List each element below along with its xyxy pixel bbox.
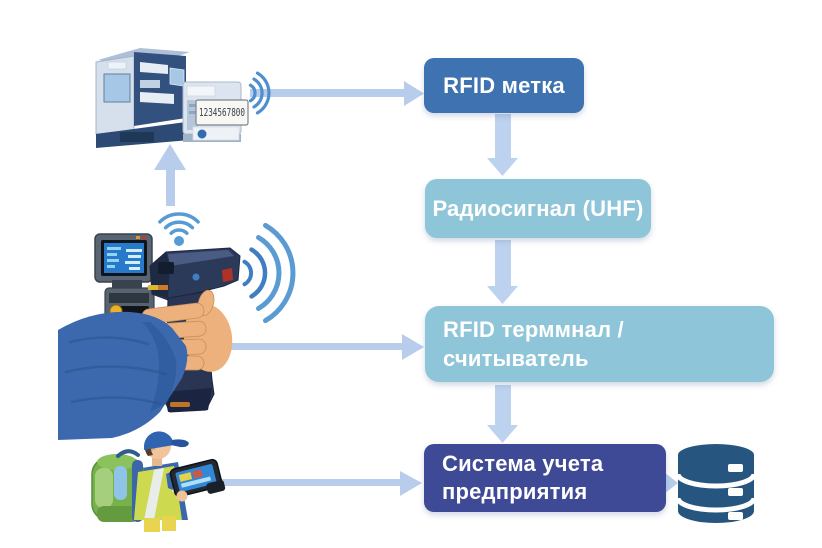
arrow-down-terminal-to-system (487, 385, 518, 443)
label-printer-illustration: 1234567800 (95, 48, 249, 148)
handheld-tablet (169, 458, 226, 498)
arrow-down-signal-to-terminal (487, 240, 518, 304)
node-radio-signal-label: Радиосигнал (UHF) (432, 195, 644, 221)
serial-tag: 1234567800 (195, 99, 249, 126)
worker-illustration (91, 431, 226, 532)
node-accounting-system: Система учета предприятия (424, 444, 666, 512)
arrow-right-machine-to-tag (250, 81, 424, 106)
serial-tag-number: 1234567800 (199, 106, 245, 119)
arrow-up-scanner-to-machine (154, 144, 186, 206)
node-rfid-terminal: RFID терммнал / считыватель (425, 306, 774, 382)
arrow-down-tag-to-signal (487, 114, 518, 176)
scanner-radio-waves-icon (242, 222, 296, 324)
node-rfid-terminal-line1: RFID терммнал / (443, 317, 624, 342)
wifi-icon (158, 212, 200, 246)
tag-radio-waves-icon (248, 71, 271, 115)
database-icon (675, 444, 757, 523)
node-rfid-terminal-line2: считыватель (443, 346, 589, 371)
node-rfid-tag: RFID метка (424, 58, 584, 113)
node-rfid-tag-label: RFID метка (443, 72, 565, 98)
node-accounting-system-line2: предприятия (442, 479, 588, 504)
rfid-scanner-illustration (58, 233, 241, 440)
arrow-right-scanner-to-terminal (214, 334, 424, 360)
arrow-right-worker-to-system (210, 471, 422, 496)
worker-cap (144, 431, 189, 450)
node-accounting-system-line1: Система учета (442, 451, 604, 476)
node-radio-signal: Радиосигнал (UHF) (425, 179, 651, 238)
